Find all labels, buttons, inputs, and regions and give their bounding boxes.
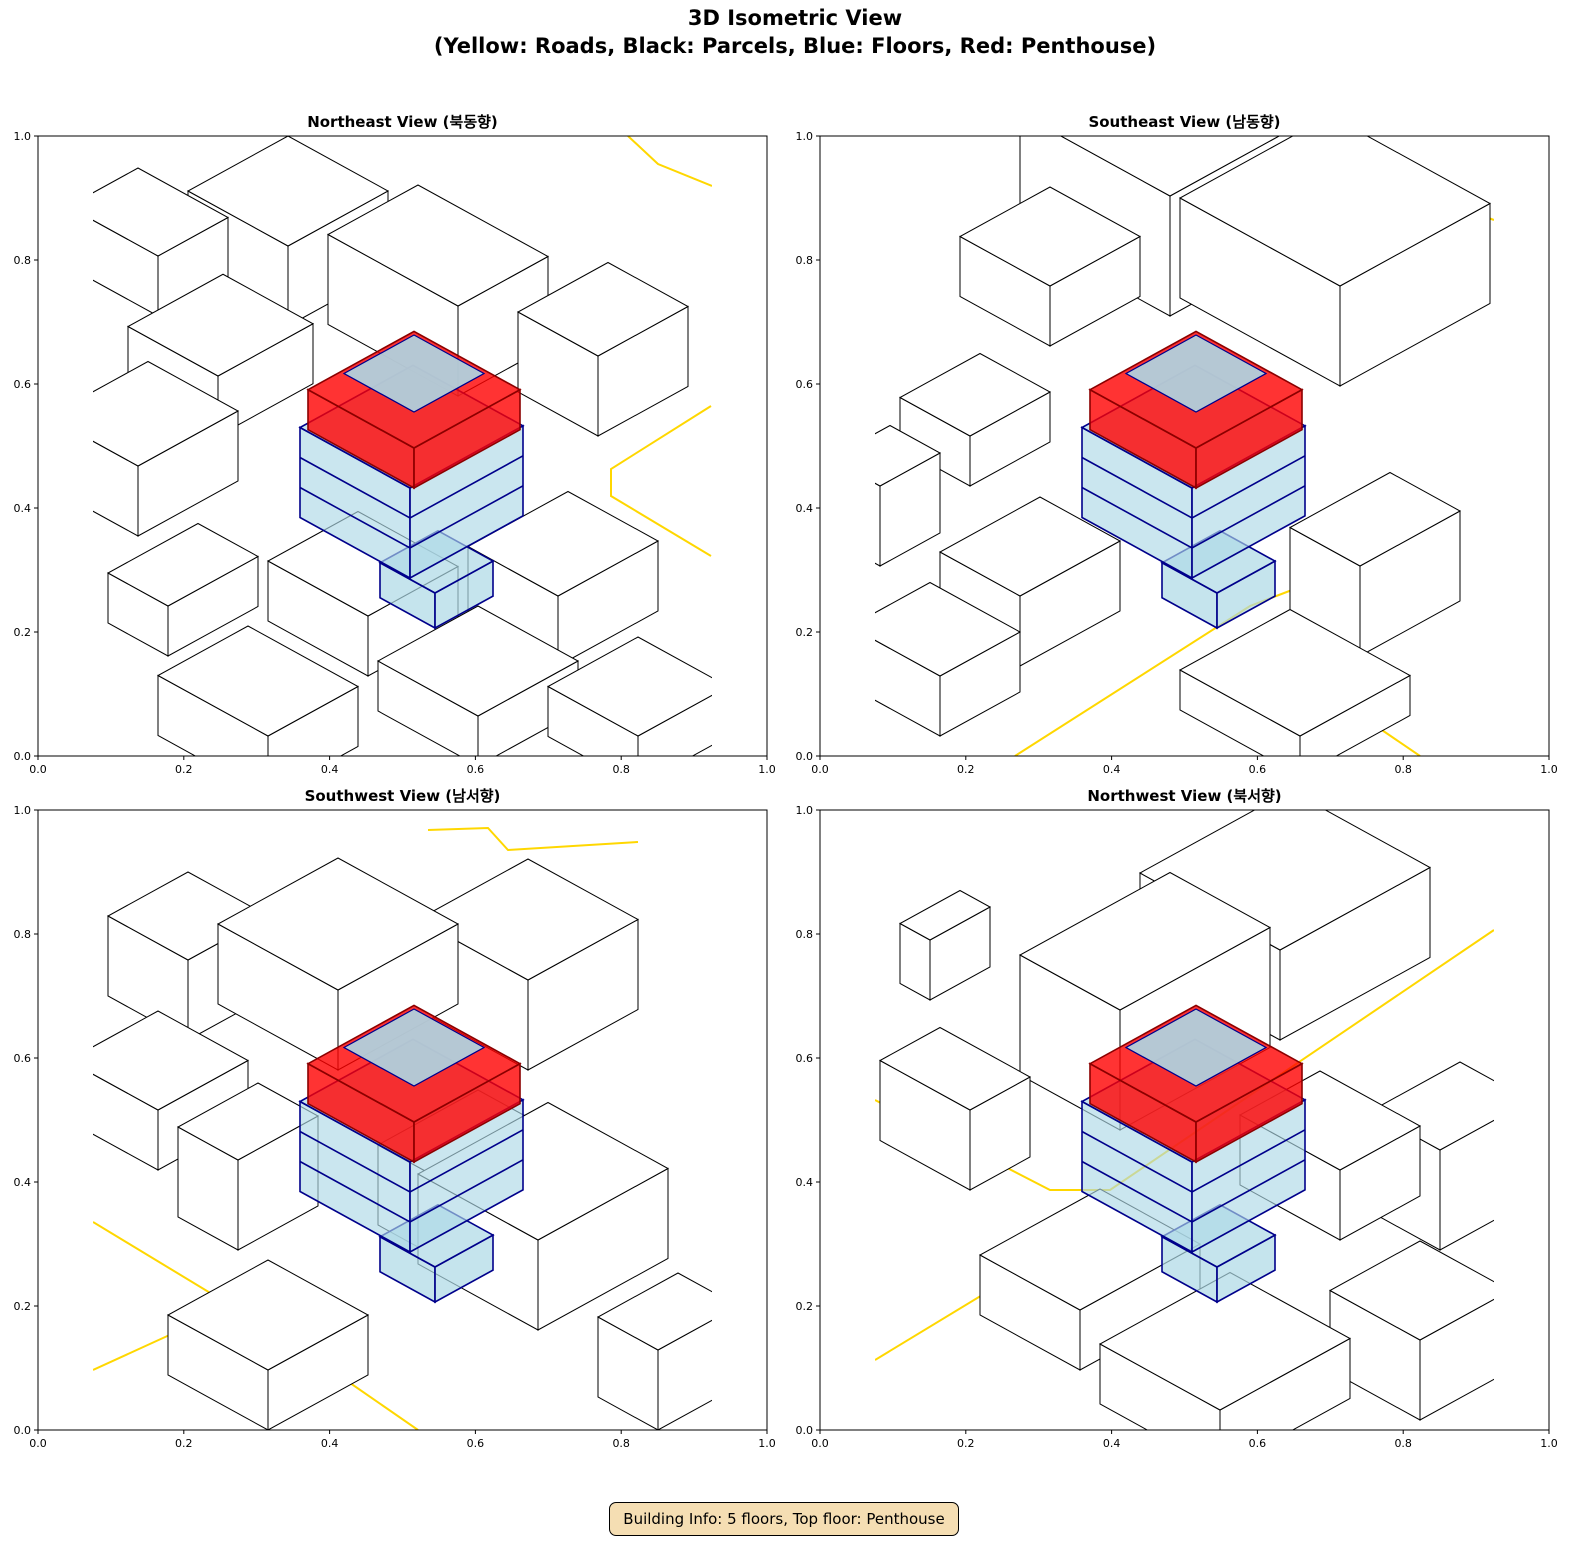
road-line xyxy=(610,405,712,557)
y-tick-label: 0.4 xyxy=(14,502,32,515)
parcel-building xyxy=(878,1026,1032,1191)
y-tick-label: 0.6 xyxy=(14,378,32,391)
axes-frame xyxy=(37,809,768,1431)
panel-title-southeast: Southeast View (남동향) xyxy=(1088,113,1281,131)
x-tick-label: 0.6 xyxy=(467,1437,485,1450)
y-tick-label: 0.2 xyxy=(14,626,32,639)
parcel-building xyxy=(93,167,230,317)
floor-line xyxy=(1081,455,1306,519)
y-tick-label: 0.8 xyxy=(14,254,32,267)
parcel-building xyxy=(958,186,1142,347)
y-tick-label: 0.4 xyxy=(796,502,814,515)
parcel-building xyxy=(1178,608,1412,756)
y-tick-label: 0.0 xyxy=(14,750,32,763)
x-tick-label: 0.2 xyxy=(175,763,193,776)
panel-southeast: 0.00.0 0.2 0.2 0.4 0.4 0.6 0.6 0.8 0.8 1.0 1.0 xyxy=(796,130,1558,776)
x-tick-label: 0.8 xyxy=(612,1437,630,1450)
y-tick-label: 0.8 xyxy=(14,928,32,941)
panel-title-northwest: Northwest View (북서향) xyxy=(1087,787,1282,805)
parcel-building xyxy=(416,858,640,1071)
panel-title-southwest: Southwest View (남서향) xyxy=(304,787,501,805)
y-tick-label: 1.0 xyxy=(796,130,814,143)
parcel-building xyxy=(1178,136,1492,387)
road-line xyxy=(627,136,712,187)
axes-frame xyxy=(819,809,1550,1431)
x-tick-label: 0.4 xyxy=(1103,763,1121,776)
road-line xyxy=(427,826,639,852)
x-tick-label: 0.8 xyxy=(1394,1437,1412,1450)
x-tick-label: 0.0 xyxy=(29,1437,47,1450)
parcel-building xyxy=(875,581,1022,737)
penthouse-opening xyxy=(342,1008,486,1087)
x-tick-label: 1.0 xyxy=(1540,1437,1558,1450)
parcel-building xyxy=(106,522,260,657)
y-tick-label: 0.8 xyxy=(796,254,814,267)
floor-line xyxy=(299,1129,524,1193)
x-tick-label: 0.6 xyxy=(1249,1437,1267,1450)
y-tick-label: 1.0 xyxy=(14,130,32,143)
x-tick-label: 0.2 xyxy=(957,763,975,776)
parcel-building xyxy=(596,1272,712,1430)
penthouse-opening xyxy=(1124,334,1268,413)
floor-line xyxy=(1081,1129,1306,1193)
x-tick-label: 0.0 xyxy=(811,1437,829,1450)
x-tick-label: 0.8 xyxy=(612,763,630,776)
floor-line xyxy=(299,455,524,519)
panel-northwest: 0.00.0 0.2 0.2 0.4 0.4 0.6 0.6 0.8 0.8 1.0 1.0 xyxy=(796,804,1558,1450)
y-tick-label: 0.0 xyxy=(14,1424,32,1437)
y-tick-label: 0.8 xyxy=(796,928,814,941)
parcel-building xyxy=(166,1259,370,1430)
y-tick-label: 0.6 xyxy=(796,378,814,391)
parcel-building xyxy=(516,261,690,437)
parcel-building xyxy=(1328,1240,1494,1421)
x-tick-label: 0.8 xyxy=(1394,763,1412,776)
y-tick-label: 0.0 xyxy=(796,1424,814,1437)
x-tick-label: 0.6 xyxy=(1249,763,1267,776)
x-tick-label: 0.2 xyxy=(175,1437,193,1450)
floor-line xyxy=(1081,485,1306,549)
x-tick-label: 1.0 xyxy=(758,763,776,776)
y-tick-label: 0.2 xyxy=(796,626,814,639)
x-tick-label: 0.4 xyxy=(1103,1437,1121,1450)
y-tick-label: 0.2 xyxy=(796,1300,814,1313)
floor-line xyxy=(1081,1159,1306,1223)
y-tick-label: 0.2 xyxy=(14,1300,32,1313)
penthouse-opening xyxy=(1124,1008,1268,1087)
y-tick-label: 0.6 xyxy=(14,1052,32,1065)
y-tick-label: 1.0 xyxy=(796,804,814,817)
floor-line xyxy=(299,485,524,549)
panel-southwest: 0.00.0 0.2 0.2 0.4 0.4 0.6 0.6 0.8 0.8 1.0 1.0 xyxy=(14,804,776,1450)
figure-title-line1: 3D Isometric View xyxy=(687,6,903,30)
x-tick-label: 0.0 xyxy=(811,763,829,776)
x-tick-label: 0.0 xyxy=(29,763,47,776)
panel-northeast: 0.00.0 0.2 0.2 0.4 0.4 0.6 0.6 0.8 0.8 1.0 1.0 xyxy=(14,130,776,776)
floor-line xyxy=(299,1159,524,1223)
parcel-building xyxy=(176,1082,320,1251)
panel-title-northeast: Northeast View (북동향) xyxy=(307,113,498,131)
parcel-building xyxy=(546,636,712,756)
parcel-building xyxy=(93,360,240,537)
parcel-building xyxy=(875,424,942,567)
parcel-building xyxy=(898,352,1052,487)
y-tick-label: 0.6 xyxy=(796,1052,814,1065)
axes-frame xyxy=(37,135,768,757)
x-tick-label: 1.0 xyxy=(1540,763,1558,776)
x-tick-label: 0.4 xyxy=(321,763,339,776)
building-info-box: Building Info: 5 floors, Top floor: Pent… xyxy=(609,1502,959,1536)
parcel-building xyxy=(1098,1271,1352,1430)
x-tick-label: 0.2 xyxy=(957,1437,975,1450)
y-tick-label: 0.0 xyxy=(796,750,814,763)
y-tick-label: 0.4 xyxy=(796,1176,814,1189)
penthouse-opening xyxy=(342,334,486,413)
x-tick-label: 0.6 xyxy=(467,763,485,776)
parcel-building xyxy=(156,625,360,756)
y-tick-label: 0.4 xyxy=(14,1176,32,1189)
axes-frame xyxy=(819,135,1550,757)
x-tick-label: 0.4 xyxy=(321,1437,339,1450)
parcel-building xyxy=(898,889,992,1001)
x-tick-label: 1.0 xyxy=(758,1437,776,1450)
figure-title-line2: (Yellow: Roads, Black: Parcels, Blue: Fl… xyxy=(433,34,1157,58)
y-tick-label: 1.0 xyxy=(14,804,32,817)
